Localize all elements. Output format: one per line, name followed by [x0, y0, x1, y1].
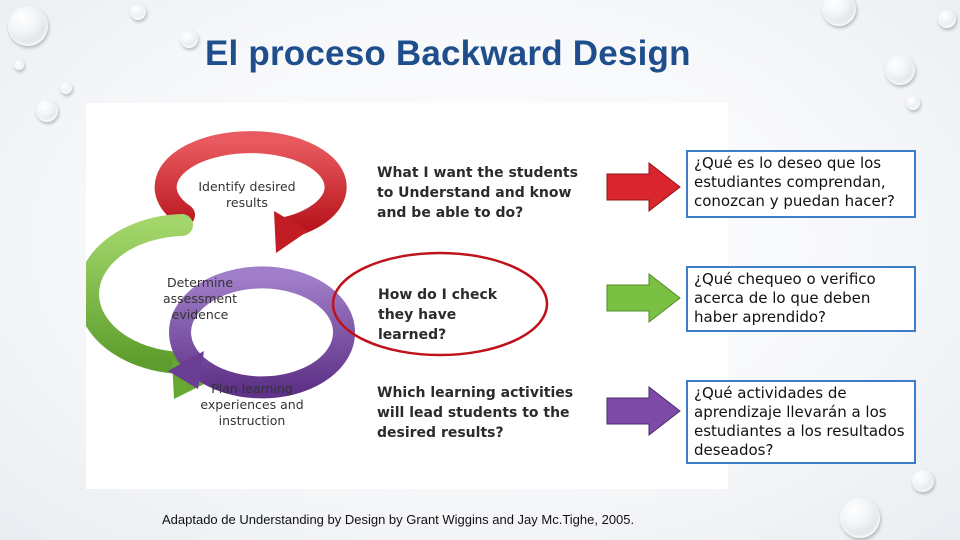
- water-drop-decoration: [60, 82, 72, 94]
- water-drop-decoration: [130, 4, 146, 20]
- stage-label-identify: Identify desired results: [198, 179, 296, 210]
- translation-box-3: ¿Qué actividades de aprendizaje llevarán…: [686, 380, 916, 464]
- water-drop-decoration: [912, 470, 934, 492]
- credit-note: Adaptado de Understanding by Design by G…: [162, 512, 635, 527]
- question-activities: Which learning activities will lead stud…: [377, 385, 574, 441]
- water-drop-decoration: [36, 100, 58, 122]
- water-drop-decoration: [885, 55, 915, 85]
- diagram-panel: Identify desired results Determine asses…: [86, 103, 728, 489]
- water-drop-decoration: [938, 10, 956, 28]
- water-drop-decoration: [822, 0, 856, 26]
- question-check: How do I check they have learned?: [378, 287, 498, 343]
- stage-label-determine: Determine assessment evidence: [162, 275, 238, 322]
- slide-title: El proceso Backward Design: [205, 34, 691, 73]
- question-understand: What I want the students to Understand a…: [377, 165, 578, 221]
- backward-design-cycle-diagram: [86, 131, 549, 399]
- water-drop-decoration: [180, 30, 198, 48]
- translation-box-1: ¿Qué es lo deseo que los estudiantes com…: [686, 150, 916, 218]
- translation-box-2: ¿Qué chequeo o verifico acerca de lo que…: [686, 266, 916, 332]
- water-drop-decoration: [906, 96, 920, 110]
- stage-label-plan: Plan learning experiences and instructio…: [200, 381, 304, 428]
- water-drop-decoration: [8, 6, 48, 46]
- highlight-ellipse: [331, 251, 549, 357]
- water-drop-decoration: [840, 498, 880, 538]
- water-drop-decoration: [14, 60, 24, 70]
- learning-experiences-ring: [168, 266, 355, 399]
- identify-results-ring: [154, 131, 347, 253]
